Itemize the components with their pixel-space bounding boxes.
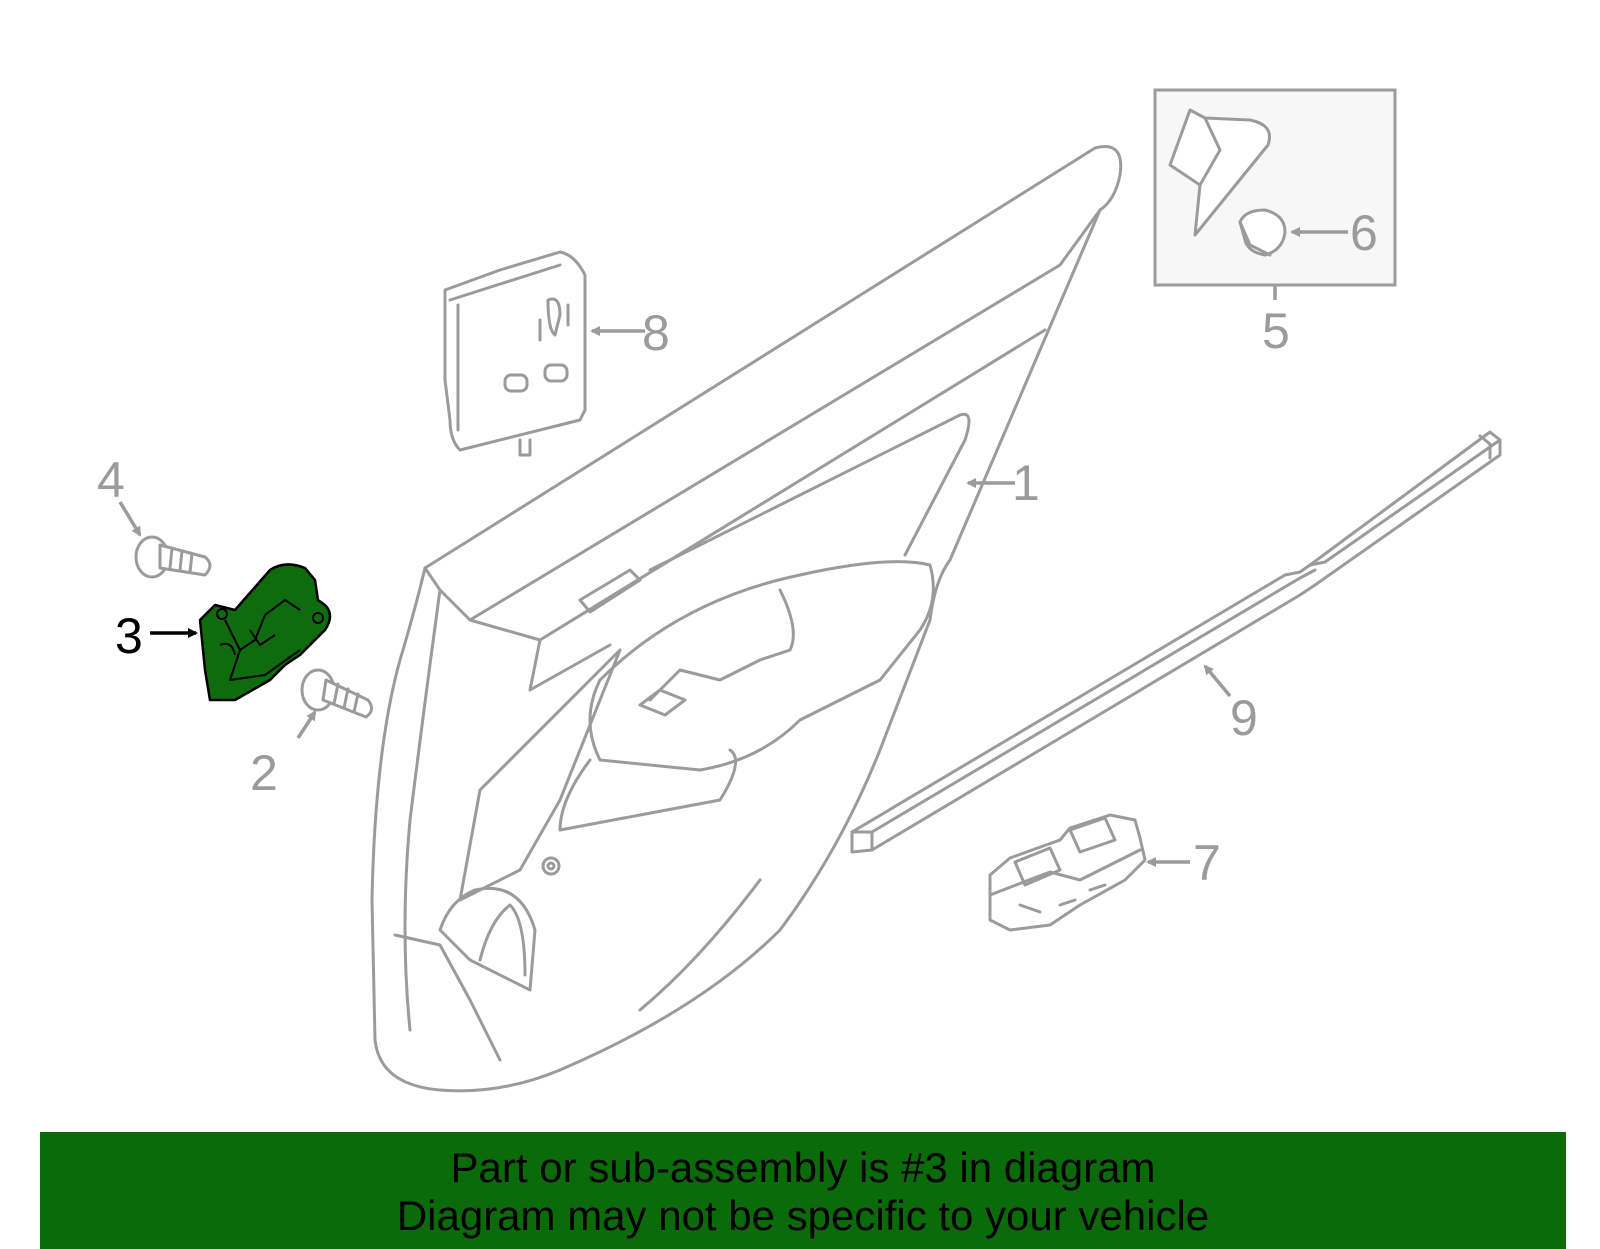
callout-7: 7 (1193, 835, 1221, 891)
arrow-4 (118, 501, 142, 537)
callout-3: 3 (115, 608, 143, 664)
weatherstrip-part-9[interactable] (850, 430, 1502, 854)
banner-line-2: Diagram may not be specific to your vehi… (396, 1192, 1210, 1239)
callout-6: 6 (1350, 205, 1378, 261)
exploded-parts-diagram: 1 2 3 4 5 6 7 8 9 (97, 88, 1502, 1093)
banner-line-1: Part or sub-assembly is #3 in diagram (450, 1144, 1156, 1191)
inside-handle-part-3[interactable] (198, 563, 332, 702)
bracket-part-5 (1168, 108, 1271, 237)
callout-2: 2 (250, 745, 278, 801)
arrow-9 (1203, 664, 1232, 698)
callout-5: 5 (1262, 303, 1290, 359)
inset-box-part-5[interactable] (1153, 88, 1397, 287)
cover-part-8[interactable] (443, 250, 587, 457)
callout-8: 8 (642, 305, 670, 361)
screw-part-4[interactable] (134, 535, 212, 579)
callout-1: 1 (1012, 455, 1040, 511)
callout-4: 4 (97, 452, 125, 508)
door-trim-panel[interactable] (370, 145, 1123, 1093)
arrow-2 (296, 710, 317, 739)
screw-part-2[interactable] (300, 668, 373, 719)
callout-9: 9 (1230, 690, 1258, 746)
clip-part-6 (1238, 208, 1287, 257)
window-switch-part-7[interactable] (988, 813, 1147, 932)
info-banner: Part or sub-assembly is #3 in diagram Di… (40, 1132, 1566, 1249)
